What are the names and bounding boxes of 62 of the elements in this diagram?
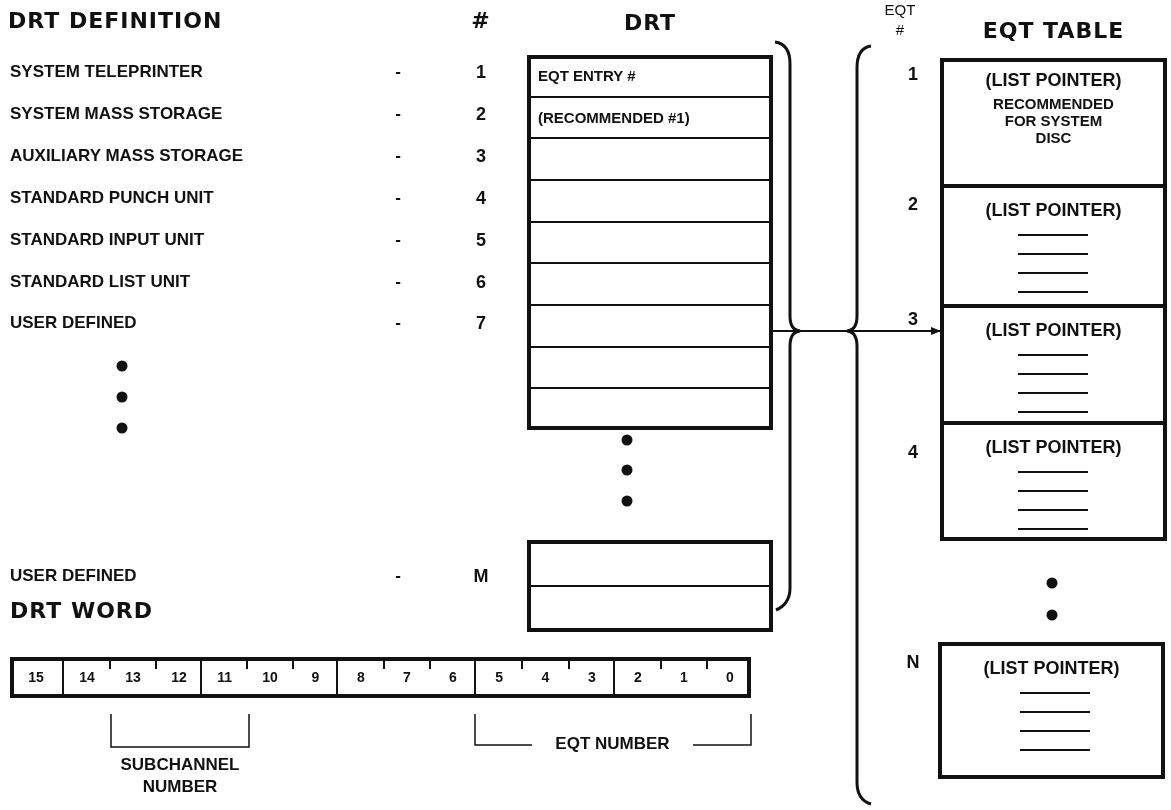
entry-number: 2 bbox=[907, 194, 919, 215]
device-name: SYSTEM MASS STORAGE bbox=[10, 104, 223, 124]
entry-number: 4 bbox=[907, 442, 919, 463]
dash: - bbox=[394, 146, 402, 166]
entry-number: M bbox=[472, 566, 490, 587]
table-entry bbox=[938, 642, 1165, 779]
bit-number: 7 bbox=[402, 669, 412, 685]
entry-number: 3 bbox=[907, 309, 919, 330]
bit-number: 1 bbox=[679, 669, 689, 685]
entry-number: 6 bbox=[475, 272, 487, 293]
entry-text: (LIST POINTER) bbox=[985, 200, 1122, 221]
dash: - bbox=[394, 566, 402, 586]
bit-number: 10 bbox=[261, 669, 279, 685]
entry-number: 2 bbox=[475, 104, 487, 125]
table-heading: DRT bbox=[622, 10, 678, 35]
table bbox=[527, 540, 773, 632]
bit-number: 0 bbox=[725, 669, 735, 685]
device-name: STANDARD PUNCH UNIT bbox=[10, 188, 214, 208]
column-heading: EQT # bbox=[883, 0, 917, 40]
entry-note: RECOMMENDED FOR SYSTEM DISC bbox=[993, 95, 1114, 146]
entry-number: N bbox=[905, 652, 921, 673]
entry-number: 3 bbox=[475, 146, 487, 167]
field-label: SUBCHANNEL NUMBER bbox=[119, 754, 241, 798]
bit-number: 12 bbox=[170, 669, 188, 685]
entry-number: 1 bbox=[907, 64, 919, 85]
entry-number: 7 bbox=[475, 313, 487, 334]
dash: - bbox=[394, 272, 402, 292]
bit-number: 5 bbox=[494, 669, 505, 685]
table-heading: EQT TABLE bbox=[981, 18, 1126, 43]
entry-text: (LIST POINTER) bbox=[983, 658, 1120, 679]
device-name: STANDARD LIST UNIT bbox=[10, 272, 191, 292]
bit-number: 8 bbox=[356, 669, 366, 685]
section-heading: DRT DEFINITION bbox=[8, 8, 223, 33]
dash: - bbox=[394, 104, 402, 124]
section-heading: # bbox=[470, 8, 492, 33]
entry-text: (LIST POINTER) bbox=[985, 70, 1122, 91]
bit-number: 11 bbox=[216, 669, 234, 685]
entry-number: 1 bbox=[475, 62, 487, 83]
bit-number: 3 bbox=[586, 669, 597, 685]
device-name: USER DEFINED bbox=[10, 313, 137, 333]
device-name: USER DEFINED bbox=[10, 566, 137, 586]
field-label: EQT NUMBER bbox=[554, 733, 671, 755]
entry-number: 4 bbox=[475, 188, 487, 209]
dash: - bbox=[394, 313, 402, 333]
entry-text: (LIST POINTER) bbox=[985, 437, 1122, 458]
dash: - bbox=[394, 230, 402, 250]
bit-number: 9 bbox=[310, 669, 321, 685]
dash: - bbox=[394, 62, 402, 82]
entry-text: (LIST POINTER) bbox=[985, 320, 1122, 341]
device-name: AUXILIARY MASS STORAGE bbox=[10, 146, 243, 166]
device-name: STANDARD INPUT UNIT bbox=[10, 230, 205, 250]
dash: - bbox=[394, 188, 402, 208]
entry-number: 5 bbox=[475, 230, 487, 251]
bit-number: 6 bbox=[448, 669, 458, 685]
bit-number: 13 bbox=[124, 669, 142, 685]
device-name: SYSTEM TELEPRINTER bbox=[10, 62, 203, 82]
bit-number: 14 bbox=[78, 669, 96, 685]
bit-number: 4 bbox=[540, 669, 551, 685]
arrow bbox=[772, 327, 941, 335]
bit-number: 2 bbox=[633, 669, 643, 685]
bit-number: 15 bbox=[27, 669, 45, 685]
table-heading: DRT WORD bbox=[10, 598, 155, 623]
